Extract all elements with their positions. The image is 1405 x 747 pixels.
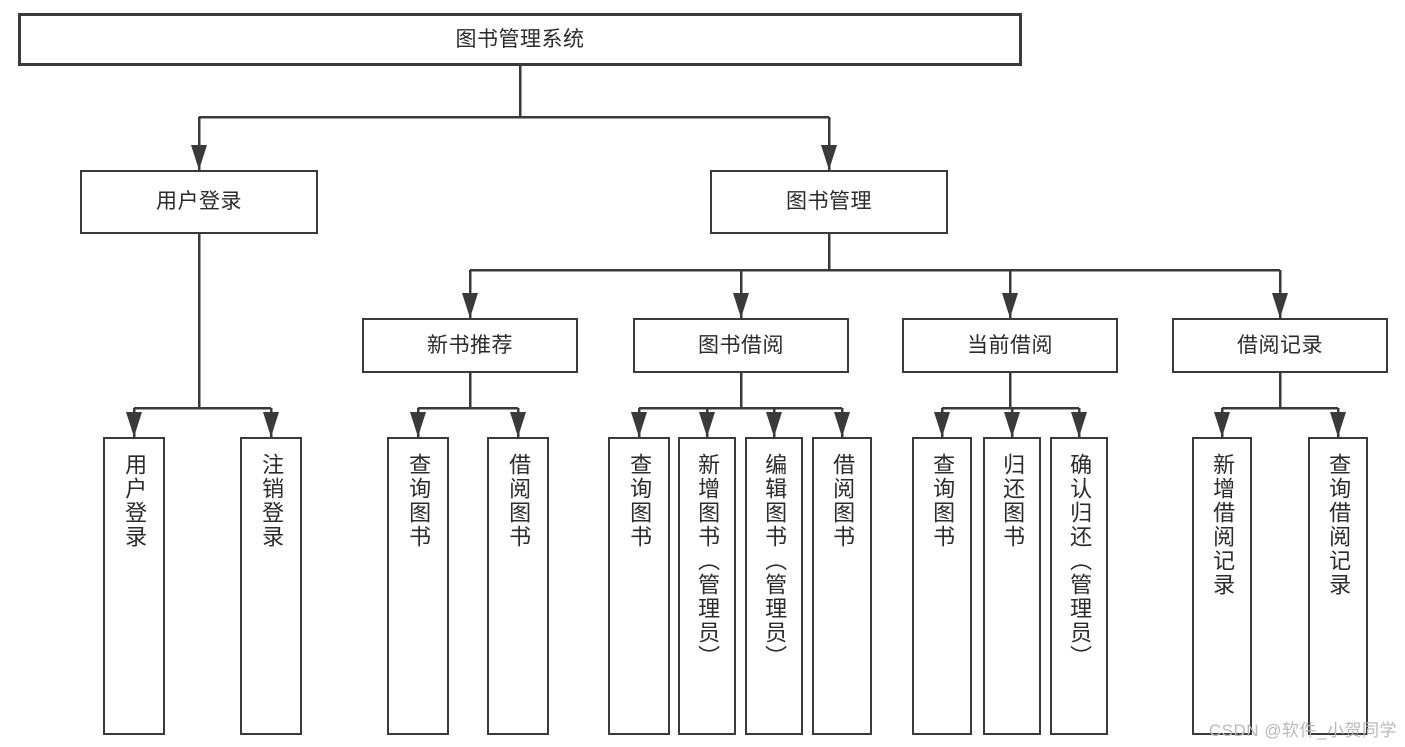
node-label-l3-0: 新书推荐: [427, 333, 513, 357]
node-box-leaf-7[interactable]: 借阅图书: [812, 437, 872, 735]
node-label-leaf-2: 查询图书: [406, 453, 432, 549]
node-box-leaf-0[interactable]: 用户登录: [103, 437, 165, 735]
node-box-leaf-12[interactable]: 查询借阅记录: [1308, 437, 1368, 735]
node-label-leaf-11: 新增借阅记录: [1210, 453, 1236, 597]
node-label-leaf-4: 查询图书: [627, 453, 653, 549]
arrowhead: [1002, 293, 1018, 318]
node-label-l3-2: 当前借阅: [967, 333, 1053, 357]
node-box-l2-0[interactable]: 用户登录: [80, 170, 318, 234]
node-label-leaf-3: 借阅图书: [506, 453, 532, 549]
arrowhead: [126, 412, 142, 437]
node-box-l2-1[interactable]: 图书管理: [710, 170, 948, 234]
arrowhead: [733, 293, 749, 318]
node-box-l3-1[interactable]: 图书借阅: [633, 318, 849, 373]
arrowhead: [1071, 412, 1087, 437]
node-label-leaf-1: 注销登录: [259, 453, 285, 549]
node-label-l2-1: 图书管理: [786, 190, 872, 214]
node-label-l2-0: 用户登录: [156, 190, 242, 214]
node-label-leaf-12: 查询借阅记录: [1326, 453, 1352, 597]
node-box-l3-0[interactable]: 新书推荐: [362, 318, 578, 373]
arrowhead: [834, 412, 850, 437]
node-box-leaf-9[interactable]: 归还图书: [983, 437, 1041, 735]
node-box-l3-2[interactable]: 当前借阅: [902, 318, 1118, 373]
arrowhead: [462, 293, 478, 318]
node-label-leaf-9: 归还图书: [1000, 453, 1026, 549]
arrowhead: [263, 412, 279, 437]
node-box-leaf-5[interactable]: 新增图书（管理员）: [678, 437, 736, 735]
node-label-leaf-5: 新增图书（管理员）: [695, 453, 721, 669]
arrowhead: [1004, 412, 1020, 437]
node-box-root[interactable]: 图书管理系统: [18, 13, 1022, 66]
node-label-leaf-0: 用户登录: [122, 453, 148, 549]
node-label-leaf-7: 借阅图书: [830, 453, 856, 549]
arrowhead: [766, 412, 782, 437]
arrowhead: [699, 412, 715, 437]
node-box-leaf-3[interactable]: 借阅图书: [487, 437, 549, 735]
node-box-leaf-8[interactable]: 查询图书: [912, 437, 972, 735]
node-label-l3-1: 图书借阅: [698, 333, 784, 357]
arrowhead: [1214, 412, 1230, 437]
node-box-leaf-6[interactable]: 编辑图书（管理员）: [745, 437, 803, 735]
node-box-leaf-2[interactable]: 查询图书: [387, 437, 449, 735]
arrowhead: [631, 412, 647, 437]
node-box-leaf-11[interactable]: 新增借阅记录: [1192, 437, 1252, 735]
arrowhead: [510, 412, 526, 437]
arrowhead: [410, 412, 426, 437]
arrowhead: [1272, 293, 1288, 318]
node-box-leaf-4[interactable]: 查询图书: [608, 437, 670, 735]
arrowhead: [1330, 412, 1346, 437]
arrowhead: [821, 145, 837, 170]
node-label-l3-3: 借阅记录: [1237, 333, 1323, 357]
node-box-leaf-10[interactable]: 确认归还（管理员）: [1050, 437, 1108, 735]
arrowhead: [934, 412, 950, 437]
node-label-leaf-8: 查询图书: [930, 453, 956, 549]
node-label-root: 图书管理系统: [455, 27, 585, 51]
node-label-leaf-6: 编辑图书（管理员）: [762, 453, 788, 669]
node-box-l3-3[interactable]: 借阅记录: [1172, 318, 1388, 373]
arrowhead: [191, 145, 207, 170]
node-box-leaf-1[interactable]: 注销登录: [240, 437, 302, 735]
watermark: CSDN @软件_小贺同学: [1208, 721, 1397, 740]
node-label-leaf-10: 确认归还（管理员）: [1067, 453, 1093, 669]
